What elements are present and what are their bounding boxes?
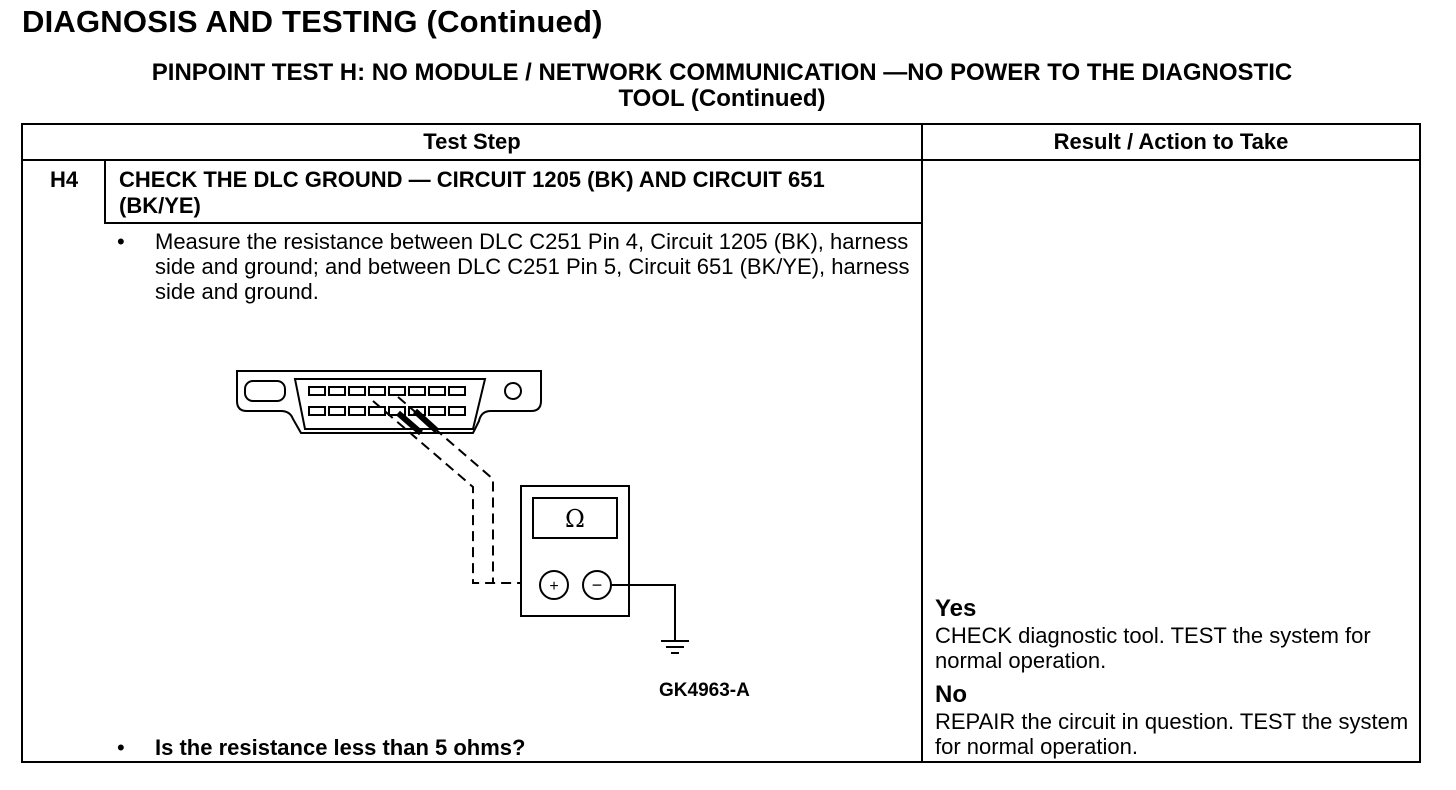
step-title-divider	[104, 222, 921, 224]
dlc-pins-bottom	[308, 406, 466, 416]
step-id-divider	[104, 161, 106, 223]
pinpoint-test-subtitle: PINPOINT TEST H: NO MODULE / NETWORK COM…	[22, 60, 1422, 112]
no-label: No	[935, 681, 967, 708]
connector-slot	[244, 380, 286, 402]
bullet: •	[117, 229, 125, 254]
column-divider	[921, 125, 923, 761]
connector-hole	[504, 382, 522, 400]
ohm-symbol: Ω	[565, 505, 585, 533]
subtitle-line-2: TOOL (Continued)	[618, 85, 826, 112]
step-id: H4	[49, 167, 79, 192]
header-test-step: Test Step	[423, 129, 521, 154]
no-action: REPAIR the circuit in question. TEST the…	[935, 709, 1409, 759]
step-instruction: Measure the resistance between DLC C251 …	[155, 229, 910, 304]
header-divider	[23, 159, 1419, 161]
ground-lead	[611, 584, 689, 654]
dlc-ohmmeter-diagram: Ω + −	[236, 370, 689, 654]
step-question: Is the resistance less than 5 ohms?	[155, 735, 526, 760]
dlc-pins-top	[308, 386, 466, 396]
test-leads	[372, 396, 521, 584]
ohmmeter-display	[532, 497, 618, 539]
yes-label: Yes	[935, 595, 977, 622]
header-result-action: Result / Action to Take	[1053, 129, 1289, 154]
subtitle-line-1: PINPOINT TEST H: NO MODULE / NETWORK COM…	[151, 59, 1293, 86]
dlc-connector-inner	[293, 378, 487, 430]
page-title: DIAGNOSIS AND TESTING (Continued)	[22, 4, 603, 39]
figure-id: GK4963-A	[659, 680, 750, 701]
dlc-connector-outline	[236, 370, 542, 434]
minus-sign: −	[592, 575, 603, 595]
yes-action: CHECK diagnostic tool. TEST the system f…	[935, 623, 1371, 673]
bullet: •	[117, 735, 125, 760]
step-title: CHECK THE DLC GROUND — CIRCUIT 1205 (BK)…	[119, 167, 825, 218]
plus-terminal	[539, 570, 569, 600]
plus-sign: +	[549, 578, 558, 595]
test-table: Test Step Result / Action to Take H4 CHE…	[21, 123, 1421, 763]
